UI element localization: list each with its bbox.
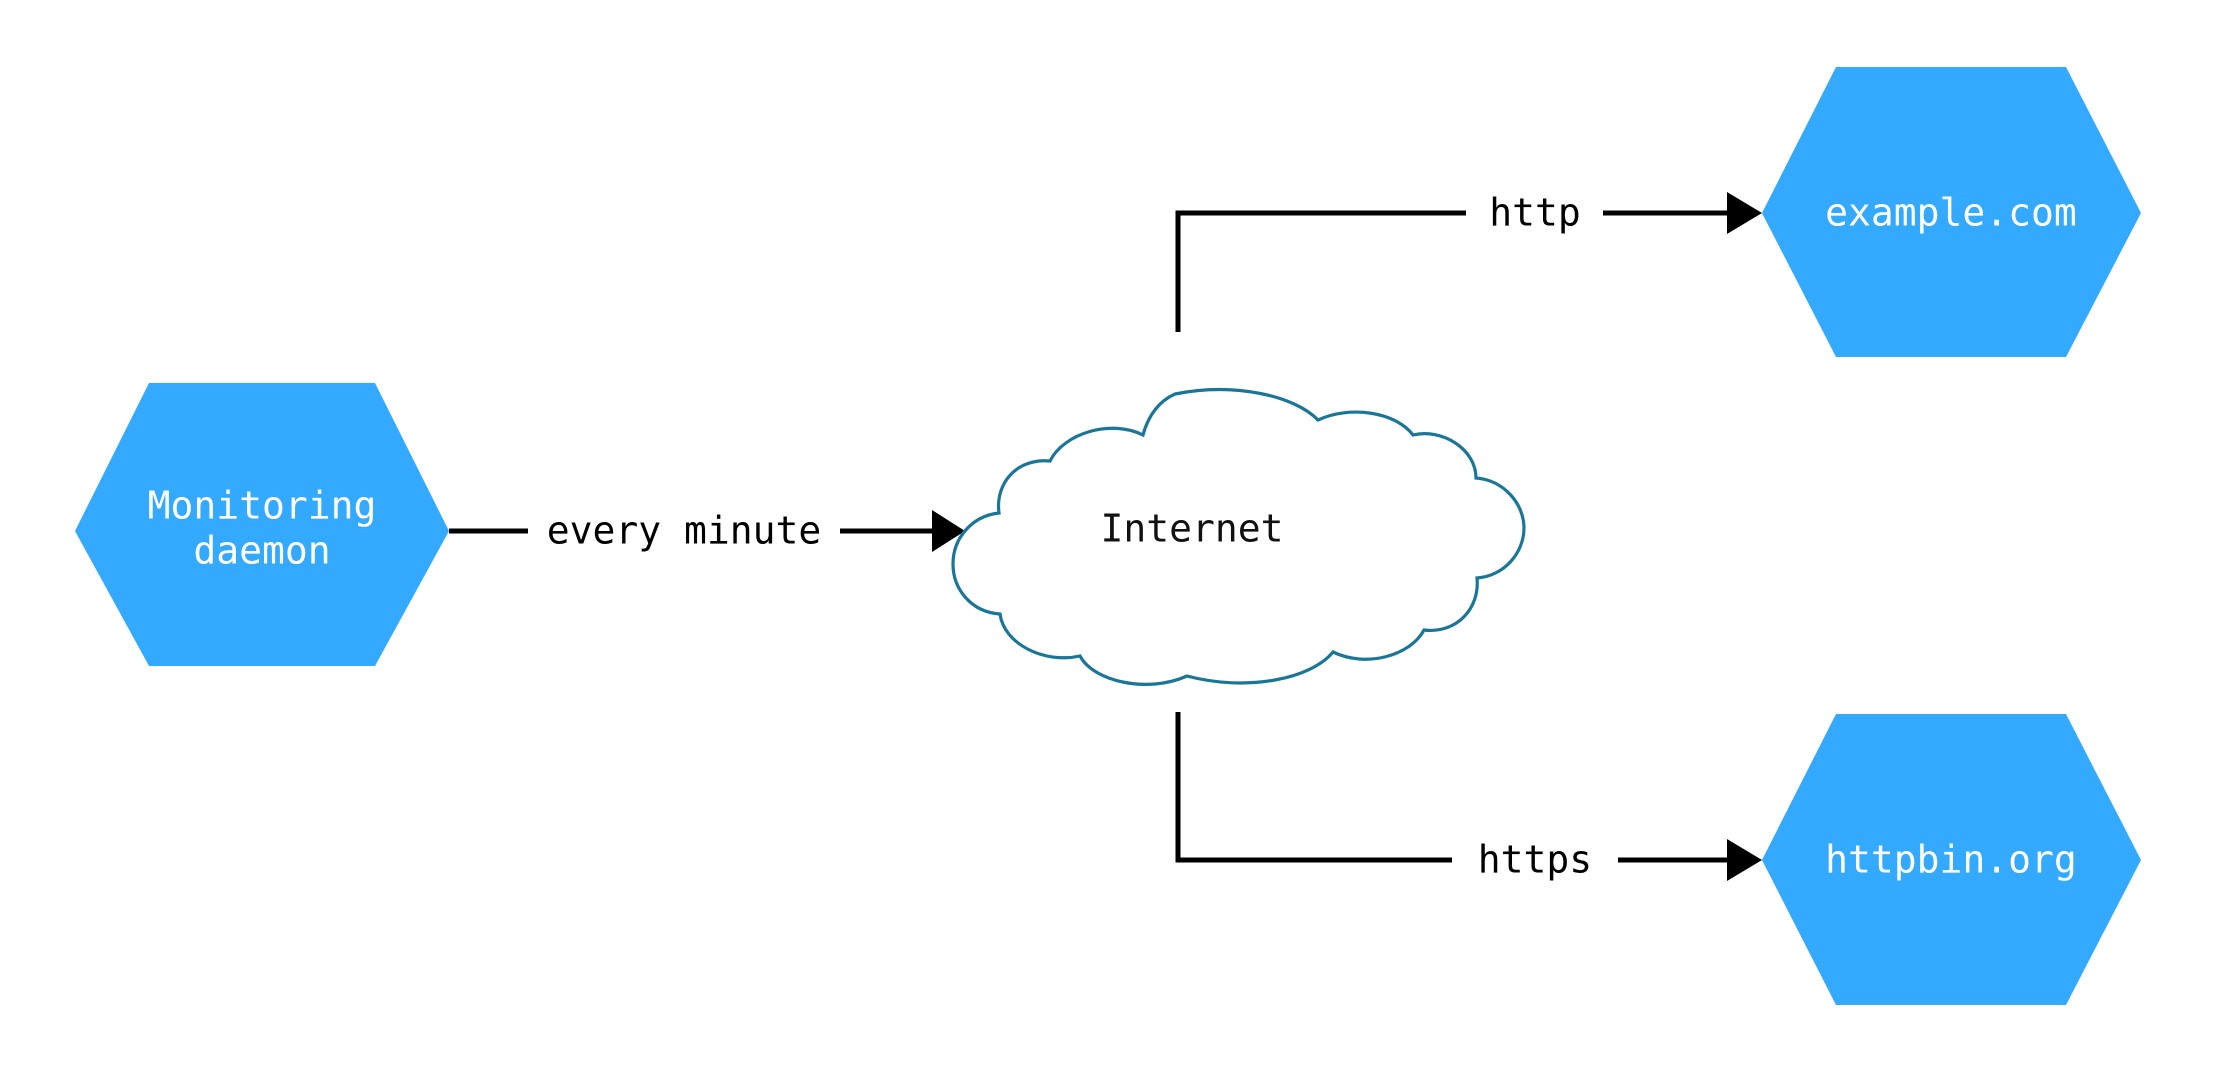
- node-example-com[interactable]: example.com: [1762, 67, 2141, 357]
- edge-label-https: https: [1478, 838, 1592, 882]
- arrowhead-icon-daemon-to-internet: [932, 510, 965, 552]
- arrowhead-icon-internet-to-httpbin: [1727, 839, 1762, 881]
- hexagon-shape-monitoring-daemon: [75, 383, 449, 666]
- edge-daemon-to-internet[interactable]: every minute: [449, 509, 965, 553]
- node-label-monitoring-daemon-line2: daemon: [193, 529, 330, 573]
- edge-line-https-elbow: [1175, 712, 1452, 863]
- cloud-shape-internet: [951, 388, 1526, 686]
- node-httpbin-org[interactable]: httpbin.org: [1762, 714, 2141, 1005]
- hexagon-shape-httpbin-org: [1762, 714, 2141, 1005]
- edge-label-http: http: [1489, 191, 1581, 235]
- node-label-monitoring-daemon-line1: Monitoring: [148, 484, 377, 528]
- hexagon-shape-example-com: [1762, 67, 2141, 357]
- node-label-internet: Internet: [1100, 507, 1283, 551]
- arrowhead-icon-internet-to-example: [1727, 192, 1762, 234]
- edge-internet-to-example[interactable]: http: [1175, 191, 1762, 333]
- node-internet[interactable]: Internet: [951, 388, 1526, 686]
- node-label-httpbin-org: httpbin.org: [1825, 838, 2077, 882]
- node-label-example-com: example.com: [1825, 191, 2077, 235]
- edge-internet-to-httpbin[interactable]: https: [1175, 712, 1762, 882]
- node-monitoring-daemon[interactable]: Monitoring daemon: [75, 383, 449, 666]
- edge-line-http-elbow: [1175, 210, 1466, 332]
- edge-label-every-minute: every minute: [547, 509, 822, 553]
